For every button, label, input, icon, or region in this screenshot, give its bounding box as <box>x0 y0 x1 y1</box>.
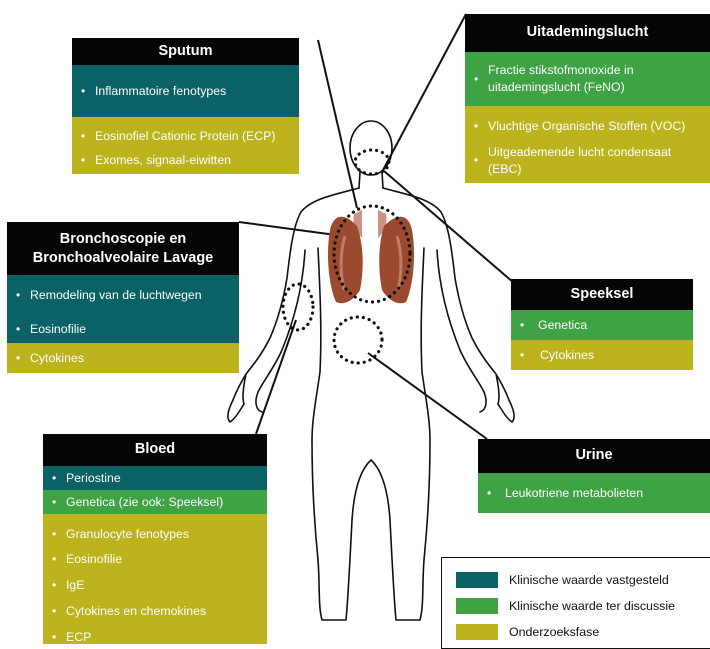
bullet-dot-icon: • <box>52 470 66 486</box>
exhaled-air-card: Uitademingslucht • Fractie stikstofmonox… <box>465 14 710 183</box>
bullet-dot-icon: • <box>52 577 66 593</box>
legend-item-established: Klinische waarde vastgesteld <box>456 571 669 589</box>
bullet-dot-icon: • <box>52 526 66 542</box>
bronchoscopy-title-line-2: Bronchoalveolaire Lavage <box>33 249 214 268</box>
blood-title: Bloed <box>43 434 267 466</box>
blood-card: Bloed • Periostine • Genetica (zie ook: … <box>43 434 267 644</box>
bronchoscopy-item-remodeling: • Remodeling van de luchtwegen <box>7 275 239 315</box>
blood-item-eosinophilia: • Eosinofilie <box>43 546 267 572</box>
bullet-dot-icon: • <box>52 629 66 645</box>
legend-swatch-research <box>456 624 498 640</box>
human-body-outline <box>228 121 514 620</box>
bronchoscopy-item-cytokines: • Cytokines <box>7 343 239 373</box>
sputum-item-ecp: • Eosinofiel Cationic Protein (ECP) <box>72 117 299 147</box>
bullet-dot-icon: • <box>81 128 95 144</box>
bullet-dot-icon: • <box>81 83 95 99</box>
bullet-dot-icon: • <box>474 152 488 168</box>
bullet-dot-icon: • <box>474 71 488 87</box>
blood-item-periostin: • Periostine <box>43 466 267 490</box>
sputum-item-exomes: • Exomes, signaal-eiwitten <box>72 147 299 174</box>
blood-item-granulocyte: • Granulocyte fenotypes <box>43 514 267 546</box>
blood-item-cytokines-chemokines: • Cytokines en chemokines <box>43 598 267 624</box>
arm-sample-marker <box>283 284 313 330</box>
urine-item-leukotriene: • Leukotriene metabolieten <box>478 473 710 513</box>
bullet-dot-icon: • <box>16 287 30 303</box>
bronchoscopy-item-eosinophilia: • Eosinofilie <box>7 315 239 343</box>
sputum-card: Sputum • Inflammatoire fenotypes • Eosin… <box>72 38 299 174</box>
saliva-item-genetics: • Genetica <box>511 310 693 340</box>
bladder-sample-marker <box>334 317 382 363</box>
bullet-dot-icon: • <box>474 118 488 134</box>
legend: Klinische waarde vastgesteld Klinische w… <box>441 557 710 649</box>
legend-item-discussed: Klinische waarde ter discussie <box>456 597 675 615</box>
bullet-dot-icon: • <box>52 603 66 619</box>
exhaled-item-ebc: • Uitgeademende lucht condensaat (EBC) <box>465 138 710 183</box>
bullet-dot-icon: • <box>16 350 30 366</box>
exhaled-air-title: Uitademingslucht <box>465 14 710 52</box>
urine-card: Urine • Leukotriene metabolieten <box>478 439 710 513</box>
legend-swatch-established <box>456 572 498 588</box>
exhaled-item-feno: • Fractie stikstofmonoxide in uitademing… <box>465 52 710 106</box>
bullet-dot-icon: • <box>81 152 95 168</box>
saliva-title: Speeksel <box>511 279 693 310</box>
sputum-item-inflammatory-phenotypes: • Inflammatoire fenotypes <box>72 65 299 117</box>
sputum-title: Sputum <box>72 38 299 65</box>
blood-item-ecp: • ECP <box>43 624 267 644</box>
bronchoscopy-title: Bronchoscopie en Bronchoalveolaire Lavag… <box>7 222 239 275</box>
bullet-dot-icon: • <box>16 321 30 337</box>
bullet-dot-icon: • <box>520 317 534 333</box>
bronchoscopy-card: Bronchoscopie en Bronchoalveolaire Lavag… <box>7 222 239 373</box>
blood-item-ige: • IgE <box>43 572 267 598</box>
bronchoscopy-title-line-1: Bronchoscopie en <box>60 230 187 249</box>
legend-item-research: Onderzoeksfase <box>456 623 599 641</box>
bullet-dot-icon: • <box>52 551 66 567</box>
urine-title: Urine <box>478 439 710 473</box>
legend-swatch-discussed <box>456 598 498 614</box>
bullet-dot-icon: • <box>52 494 66 510</box>
saliva-item-cytokines: • Cytokines <box>511 340 693 370</box>
blood-item-genetics: • Genetica (zie ook: Speeksel) <box>43 490 267 514</box>
saliva-card: Speeksel • Genetica • Cytokines <box>511 279 693 370</box>
bullet-dot-icon: • <box>520 347 534 363</box>
exhaled-item-voc: • Vluchtige Organische Stoffen (VOC) <box>465 106 710 138</box>
bullet-dot-icon: • <box>487 485 501 501</box>
